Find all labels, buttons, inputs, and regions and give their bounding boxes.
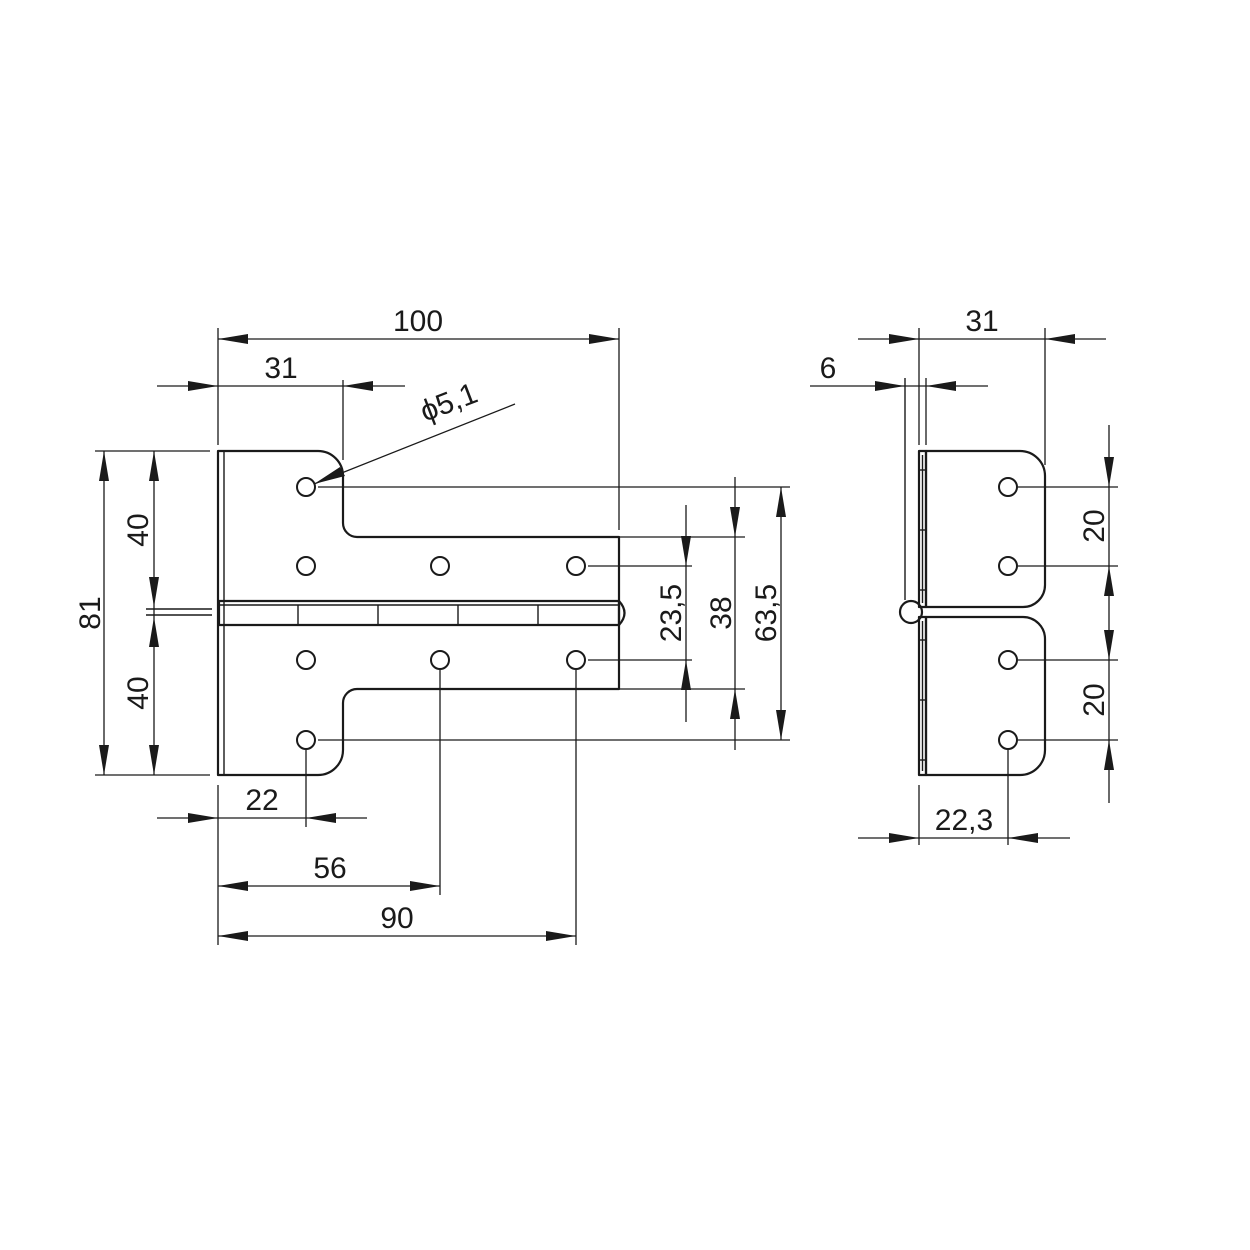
- dim-hole-x-3: 90: [218, 902, 576, 941]
- dim-hole-x-2: 56: [218, 852, 440, 891]
- dim-hole-offset: 31: [157, 352, 405, 391]
- side-lower-leaf: [924, 615, 1047, 777]
- screw-hole: [998, 556, 1018, 576]
- screw-hole: [296, 477, 316, 497]
- screw-hole: [430, 556, 450, 576]
- dim-label-tongue-height: 38: [705, 596, 738, 629]
- side-dim-label-upper-spacing: 20: [1078, 509, 1111, 542]
- screw-hole: [296, 650, 316, 670]
- dim-label-hole-x-2: 56: [313, 852, 346, 885]
- screw-hole: [296, 556, 316, 576]
- dim-tongue-height: 38: [705, 477, 740, 750]
- screw-hole: [998, 730, 1018, 750]
- side-dim-overall-width: 31: [858, 305, 1106, 344]
- side-dim-hole-offset: 22,3: [858, 804, 1070, 843]
- dim-label-overall-height: 81: [74, 596, 107, 629]
- dim-outer-hole-spacing: 63,5: [750, 487, 786, 740]
- side-knuckle-strips: [917, 449, 928, 777]
- dim-label-inner-hole-spacing: 23,5: [655, 584, 688, 642]
- dim-label-outer-hole-spacing: 63,5: [750, 584, 783, 642]
- extension-lines: [95, 328, 790, 945]
- dim-label-hole-offset: 31: [264, 352, 297, 385]
- side-upper-leaf: [924, 449, 1047, 609]
- side-dim-label-overall-width: 31: [965, 305, 998, 338]
- front-view: 100 31 ϕ5,1 81 40: [74, 305, 790, 945]
- hinge-barrel: [146, 599, 626, 627]
- side-dim-label-knuckle-width: 6: [820, 352, 837, 385]
- hinge-leaf-outline: [216, 449, 621, 777]
- side-dim-label-lower-spacing: 20: [1078, 683, 1111, 716]
- side-dim-hole-spacing: 20 20: [1078, 425, 1114, 803]
- side-dim-label-hole-offset: 22,3: [935, 804, 993, 837]
- side-dim-knuckle-width: 6: [810, 352, 988, 391]
- screw-hole: [566, 650, 586, 670]
- screw-hole: [998, 477, 1018, 497]
- screw-hole: [566, 556, 586, 576]
- side-view: 31 6 20 20 22,3: [810, 305, 1118, 845]
- dim-half-heights: 40 40: [122, 451, 159, 775]
- dim-inner-hole-spacing: 23,5: [655, 505, 691, 722]
- dim-label-hole-x-3: 90: [380, 902, 413, 935]
- side-extension-lines: [918, 328, 1118, 845]
- screw-hole: [430, 650, 450, 670]
- dim-label-overall-width: 100: [393, 305, 443, 338]
- dim-label-lower-half: 40: [122, 676, 155, 709]
- screw-hole: [296, 730, 316, 750]
- dim-hole-x-1: 22: [157, 784, 367, 823]
- screw-hole: [998, 650, 1018, 670]
- dim-label-hole-x-1: 22: [245, 784, 278, 817]
- dim-overall-width: 100: [218, 305, 619, 344]
- dim-hole-diameter: ϕ5,1: [313, 377, 516, 485]
- dim-overall-height: 81: [74, 451, 109, 775]
- dim-label-upper-half: 40: [122, 513, 155, 546]
- hinge-pin: [898, 599, 924, 625]
